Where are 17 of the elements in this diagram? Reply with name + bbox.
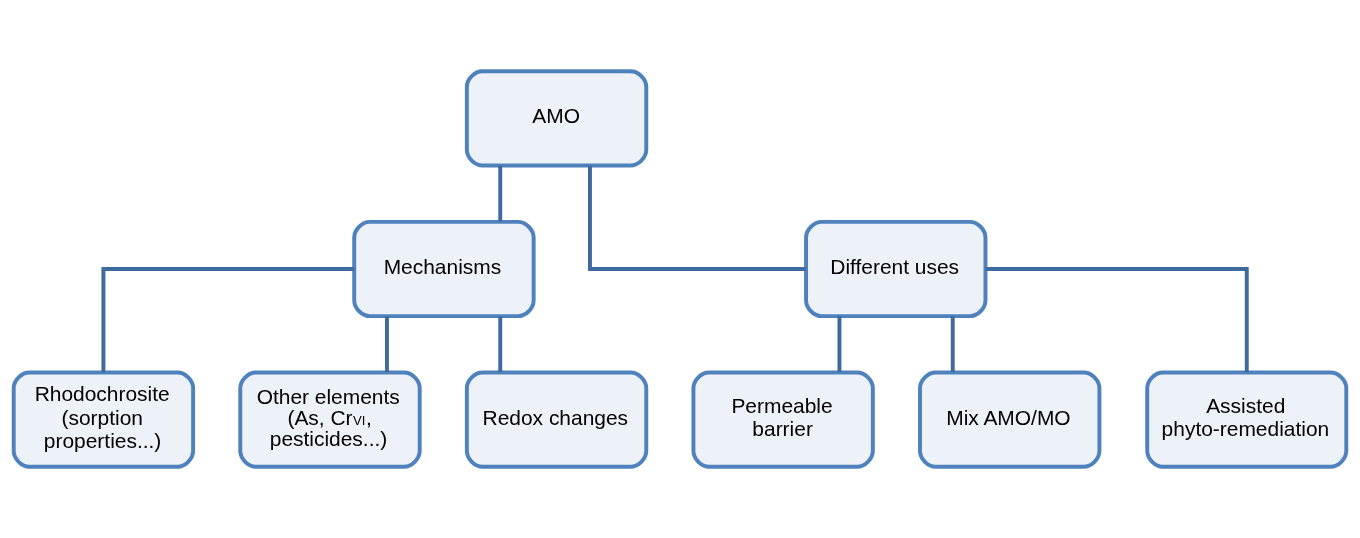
connector bbox=[498, 316, 503, 372]
node-box: Rhodochrosite (sorption properties...) bbox=[11, 370, 196, 469]
node-box: Mechanisms bbox=[352, 219, 536, 319]
connector bbox=[498, 165, 503, 222]
connector bbox=[837, 316, 842, 372]
connector bbox=[101, 267, 354, 373]
connector bbox=[588, 165, 806, 271]
node-box: Assisted phyto-remediation bbox=[1145, 370, 1349, 469]
node-box: Mix AMO/MO bbox=[918, 370, 1102, 469]
connector bbox=[385, 316, 389, 372]
node-box: Other elements (As, CrVI, pesticides...) bbox=[238, 370, 422, 469]
node-box: Permeable barrier bbox=[691, 370, 875, 469]
node-box: Different uses bbox=[804, 219, 988, 319]
node-box: Redox changes bbox=[464, 370, 649, 469]
node-box: AMO bbox=[464, 69, 649, 168]
connector bbox=[985, 267, 1249, 373]
connector bbox=[950, 316, 955, 372]
